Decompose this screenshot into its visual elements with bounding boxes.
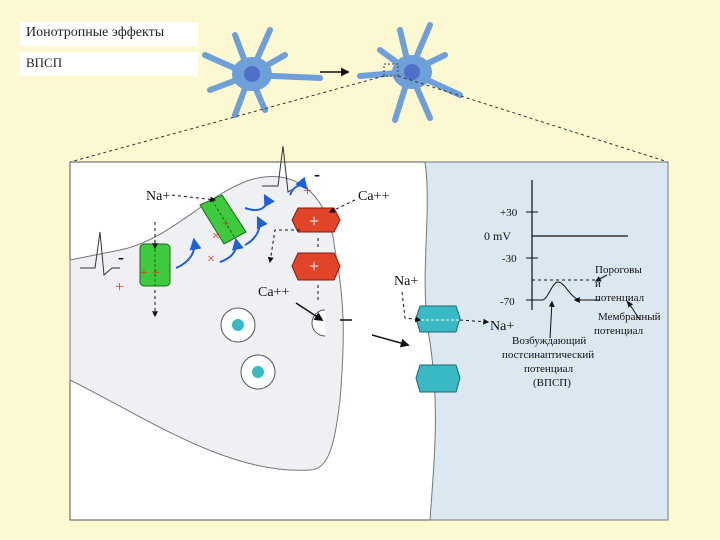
- plus-sign-top: +: [303, 183, 312, 200]
- zoom-box: [383, 63, 399, 77]
- plus-sign-ca-1: +: [309, 211, 319, 231]
- membrane-line-1: Мембранный: [598, 311, 661, 323]
- na-channel-2: [139, 243, 171, 287]
- na-label-mid: Na+: [394, 274, 418, 289]
- potential-graph: +30 0 mV -30 -70: [484, 180, 641, 339]
- threshold-label: Пороговы й потенциал: [595, 264, 645, 304]
- tick-minus70: -70: [500, 296, 515, 308]
- postsynaptic-cell: [424, 161, 669, 521]
- epsp-line-2: постсинаптический: [502, 349, 594, 361]
- ca-label-top: Ca++: [358, 189, 389, 204]
- tick-plus30: +30: [500, 207, 518, 219]
- nucleus-right: [404, 64, 420, 80]
- ap-trace-left: [80, 231, 120, 277]
- plus-sign-left: +: [115, 279, 124, 296]
- ap-trace-top: [262, 145, 299, 193]
- epsp-line-4: (ВПСП): [533, 377, 571, 389]
- subtitle-label: ВПСП: [20, 52, 198, 76]
- presynaptic-terminal: [69, 176, 344, 471]
- minus-sign-left: -: [118, 247, 124, 267]
- membrane-label: Мембранный потенциал: [594, 311, 663, 337]
- ca-channel-2: [291, 252, 341, 281]
- threshold-line-3: потенциал: [595, 292, 645, 304]
- epsp-line-3: потенциал: [524, 363, 574, 375]
- tick-minus30: -30: [502, 253, 517, 265]
- membrane-line-2: потенциал: [594, 325, 644, 337]
- minus-sign-top: -: [314, 164, 320, 184]
- cross-sign-2: ×: [207, 252, 215, 267]
- vesicle-1: [220, 307, 256, 343]
- neuron-right: [357, 22, 463, 123]
- plus-sign-channel-a: +: [140, 266, 148, 281]
- cross-sign-1: ×: [212, 229, 220, 244]
- plus-sign-channel-b: +: [152, 266, 160, 281]
- epsp-label: Возбуждающий постсинаптический потенциал…: [502, 335, 597, 389]
- epsp-line-1: Возбуждающий: [512, 335, 586, 347]
- na-label-top: Na+: [146, 189, 170, 204]
- receptor-channel-2: [415, 364, 461, 393]
- ca-label-mid: Ca++: [258, 285, 289, 300]
- threshold-line-2: й: [595, 278, 601, 290]
- neuron-left: [202, 27, 323, 118]
- tick-zero-mv: 0 mV: [484, 229, 511, 243]
- vesicle-2: [240, 354, 276, 390]
- na-label-graph: Na+: [490, 319, 514, 334]
- plus-sign-ca-2: +: [309, 256, 319, 276]
- plus-sign-channel-c: +: [222, 217, 230, 232]
- receptor-channel-1: [415, 305, 461, 333]
- title-label: Ионотропные эффекты: [20, 22, 198, 46]
- threshold-line-1: Пороговы: [595, 264, 642, 276]
- nucleus-left: [244, 66, 260, 82]
